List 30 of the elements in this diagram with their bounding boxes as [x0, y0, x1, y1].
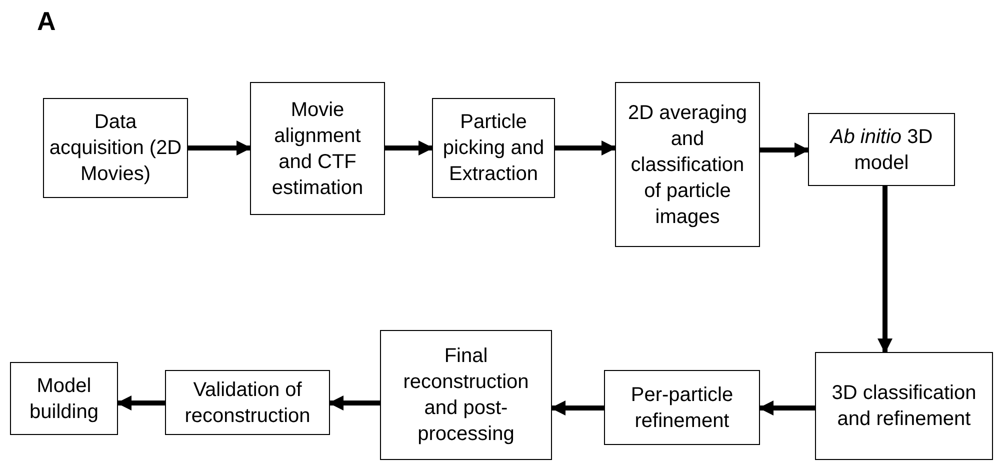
- process-box: [165, 370, 330, 435]
- arrow: [758, 400, 815, 416]
- step-text: 2D averaging and classification of particle images: [627, 100, 748, 230]
- step-text: Particle picking and Extraction: [442, 110, 546, 187]
- step-text: Validation of reconstruction: [184, 378, 312, 428]
- arrow: [555, 140, 616, 156]
- step-text: Data acquisition (2D Movies): [48, 110, 183, 187]
- panel-label: A: [37, 6, 56, 37]
- step-text: Movie alignment and CTF estimation: [270, 98, 364, 200]
- process-box: [604, 370, 760, 445]
- arrow: [328, 396, 380, 410]
- process-box: [432, 98, 555, 198]
- arrow: [188, 140, 252, 156]
- arrow: [878, 186, 892, 354]
- process-box: [815, 352, 993, 460]
- arrow: [550, 400, 604, 416]
- arrow: [385, 140, 434, 156]
- arrow: [760, 142, 810, 158]
- process-box: [10, 362, 118, 435]
- arrow: [116, 396, 165, 410]
- step-text: 3D classification and refinement: [830, 381, 978, 432]
- process-box: [43, 98, 188, 198]
- process-box: [808, 113, 955, 186]
- step-text: Model building: [28, 374, 100, 424]
- process-box: [380, 330, 552, 460]
- step-text: Final reconstruction and post-processing: [402, 344, 530, 447]
- process-box: [250, 82, 385, 215]
- step-text: Per-particle refinement: [630, 382, 734, 434]
- process-box: [615, 82, 760, 247]
- step-text: Ab initio 3D model: [828, 124, 934, 176]
